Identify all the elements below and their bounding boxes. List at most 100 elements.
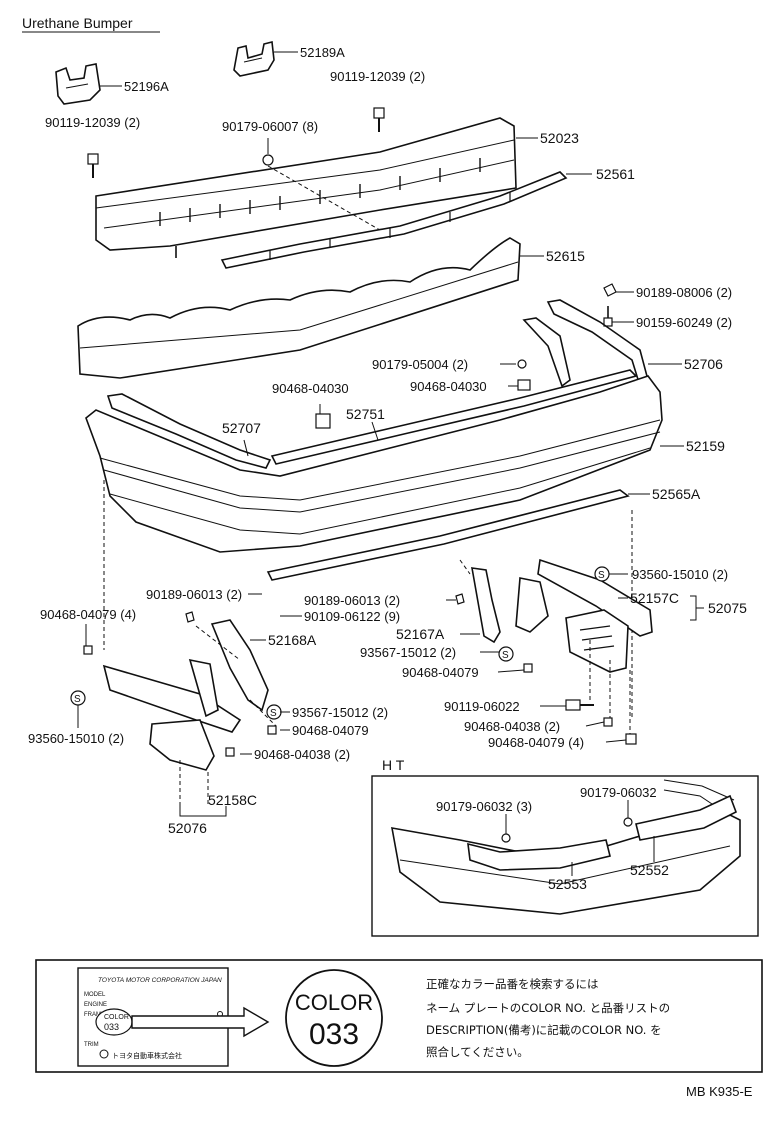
plate-field-trim: TRIM bbox=[84, 1042, 99, 1048]
clip-90468-04038-right bbox=[603, 717, 613, 727]
clip-90468-04079-mid bbox=[523, 663, 533, 673]
label-90468-04038-right: 90468-04038 (2) bbox=[464, 719, 560, 734]
label-90179-06007: 90179-06007 (8) bbox=[222, 119, 318, 134]
clip-90468-04030-b bbox=[517, 379, 531, 391]
ht-nut-a bbox=[501, 833, 511, 843]
instruction-line-2: ネーム プレートのCOLOR NO. と品番リストの bbox=[426, 1001, 670, 1015]
ht-title: H T bbox=[382, 757, 405, 773]
clip-90189-06013-left bbox=[185, 611, 195, 623]
garnish-52565A bbox=[266, 489, 630, 581]
label-90109-06122: 90109-06122 (9) bbox=[304, 609, 400, 624]
ht-label-90179-06032-3: 90179-06032 (3) bbox=[436, 799, 532, 814]
washer-93567-15012-low: S bbox=[266, 704, 282, 720]
label-52196A: 52196A bbox=[124, 79, 169, 94]
bracket-52157C bbox=[537, 558, 653, 673]
clip-90189-08006 bbox=[603, 283, 617, 297]
label-52023: 52023 bbox=[540, 130, 579, 146]
bracket-52167A bbox=[471, 567, 549, 644]
clip-90189-06013-mid bbox=[455, 593, 465, 605]
label-52707: 52707 bbox=[222, 420, 261, 436]
label-93567-15012-low: 93567-15012 (2) bbox=[292, 705, 388, 720]
ht-molding-52552 bbox=[635, 794, 738, 841]
side-retainer-52706 bbox=[522, 299, 649, 388]
label-93560-15010-right: 93560-15010 (2) bbox=[632, 567, 728, 582]
label-52189A: 52189A bbox=[300, 45, 345, 60]
label-90468-04079-right: 90468-04079 (4) bbox=[488, 735, 584, 750]
badge-color-word: COLOR bbox=[295, 990, 373, 1015]
label-90179-05004: 90179-05004 (2) bbox=[372, 357, 468, 372]
label-52615: 52615 bbox=[546, 248, 585, 264]
clip-90468-04079-low bbox=[267, 725, 277, 735]
ht-inset-frame bbox=[371, 775, 759, 937]
washer-93560-15010-right: S bbox=[594, 566, 610, 582]
diagram-title: Urethane Bumper bbox=[22, 15, 133, 31]
label-52157C: 52157C bbox=[630, 590, 679, 606]
label-90468-04038-left: 90468-04038 (2) bbox=[254, 747, 350, 762]
bracket-52189A bbox=[233, 41, 275, 77]
ht-label-90179-06032: 90179-06032 bbox=[580, 785, 657, 800]
label-52158C: 52158C bbox=[208, 792, 257, 808]
bolt-90119-06022 bbox=[565, 699, 594, 711]
plate-footer: トヨタ自動車株式会社 bbox=[112, 1051, 182, 1060]
bracket-52168A bbox=[210, 619, 269, 712]
badge-color-code: 033 bbox=[309, 1018, 359, 1051]
side-retainer-52707 bbox=[106, 393, 272, 469]
label-90119-12039-left: 90119-12039 (2) bbox=[45, 115, 140, 130]
plate-field-model: MODEL bbox=[84, 992, 106, 998]
instruction-line-3: DESCRIPTION(備考)に記載のCOLOR NO. を bbox=[426, 1023, 662, 1037]
label-90468-04030-b: 90468-04030 bbox=[410, 379, 487, 394]
label-52076: 52076 bbox=[168, 820, 207, 836]
plate-header: TOYOTA MOTOR CORPORATION JAPAN bbox=[98, 977, 222, 984]
clip-90468-04038-left bbox=[225, 747, 235, 757]
label-93567-15012-mid: 93567-15012 (2) bbox=[360, 645, 456, 660]
label-52751: 52751 bbox=[346, 406, 385, 422]
label-52168A: 52168A bbox=[268, 632, 317, 648]
bracket-52158C bbox=[102, 658, 242, 771]
instruction-line-4: 照合してください。 bbox=[426, 1045, 529, 1059]
figure-code: MB K935-E bbox=[686, 1084, 753, 1099]
plate-field-color: COLOR bbox=[104, 1014, 129, 1021]
clip-90468-04030-a bbox=[315, 404, 331, 429]
plate-color-value: 033 bbox=[104, 1022, 119, 1032]
svg-text:S: S bbox=[74, 694, 81, 705]
arrow-icon bbox=[131, 1006, 270, 1038]
ht-label-52552: 52552 bbox=[630, 862, 669, 878]
label-52167A: 52167A bbox=[396, 626, 445, 642]
label-90468-04079-low: 90468-04079 bbox=[292, 723, 369, 738]
clip-90468-04079-left bbox=[83, 645, 93, 655]
svg-text:S: S bbox=[502, 650, 509, 661]
color-code-badge: COLOR 033 bbox=[285, 969, 383, 1067]
label-52561: 52561 bbox=[596, 166, 635, 182]
label-90159-60249: 90159-60249 (2) bbox=[636, 315, 732, 330]
clip-90468-04079-right bbox=[625, 733, 637, 745]
nut-90179-06007 bbox=[262, 154, 274, 166]
label-52075: 52075 bbox=[708, 600, 747, 616]
bolt-90119-12039-top bbox=[373, 107, 385, 132]
ht-nut-b bbox=[623, 817, 633, 827]
label-52706: 52706 bbox=[684, 356, 723, 372]
label-90119-06022: 90119-06022 bbox=[444, 699, 520, 714]
label-90189-06013-left: 90189-06013 (2) bbox=[146, 587, 242, 602]
label-90468-04079-mid: 90468-04079 bbox=[402, 665, 479, 680]
bolt-90119-12039-left bbox=[87, 153, 99, 178]
reinforcement-52023 bbox=[95, 117, 517, 258]
ht-molding-52553 bbox=[467, 839, 611, 871]
bracket-52196A bbox=[55, 63, 101, 105]
svg-text:S: S bbox=[598, 570, 605, 581]
label-90119-12039-top: 90119-12039 (2) bbox=[330, 69, 425, 84]
retainer-52751 bbox=[270, 369, 638, 465]
nut-90179-05004 bbox=[517, 359, 527, 369]
color-note-frame bbox=[35, 959, 763, 1073]
label-90189-08006: 90189-08006 (2) bbox=[636, 285, 732, 300]
washer-93560-15010-left: S bbox=[70, 690, 86, 706]
svg-text:S: S bbox=[270, 708, 277, 719]
bumper-cover-52159 bbox=[85, 375, 663, 553]
label-93560-15010-left: 93560-15010 (2) bbox=[28, 731, 124, 746]
label-52565A: 52565A bbox=[652, 486, 701, 502]
label-52159: 52159 bbox=[686, 438, 725, 454]
ht-label-52553: 52553 bbox=[548, 876, 587, 892]
instruction-line-1: 正確なカラー品番を検索するには bbox=[426, 977, 599, 991]
label-90468-04030-a: 90468-04030 bbox=[272, 381, 349, 396]
label-90468-04079-left: 90468-04079 (4) bbox=[40, 607, 136, 622]
